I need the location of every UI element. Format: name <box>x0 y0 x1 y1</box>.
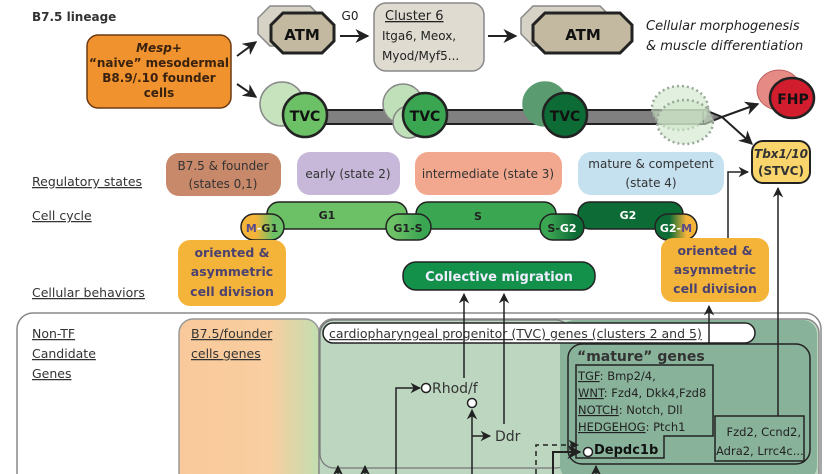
tvc-cell-3: TVC <box>522 81 589 139</box>
row-label-nontf-1: Non-TF <box>32 326 75 341</box>
cluster6-box: Cluster 6 Itga6, Meox, Myod/Myf5... <box>373 2 485 72</box>
regulatory-state-mature: mature & competent (state 4) <box>578 152 724 195</box>
founder-genes-title-2: cells genes <box>191 346 261 361</box>
behavior-collective-migration: Collective migration <box>402 261 596 291</box>
founder-line4: cells <box>144 86 175 100</box>
reg-state-2-line1: intermediate (state 3) <box>422 167 554 181</box>
cluster6-title: Cluster 6 <box>385 9 444 24</box>
div-right-line3: cell division <box>673 281 757 296</box>
div-left-line1: oriented & <box>194 245 269 260</box>
tvc-cell-2: TVC <box>382 83 449 139</box>
div-right-line2: asymmetric <box>674 262 756 277</box>
atm-right-label: ATM <box>565 26 601 44</box>
atm-cell-left: ATM <box>257 5 336 55</box>
arrow-to-rhod <box>395 382 422 474</box>
div-left-line2: asymmetric <box>191 264 273 279</box>
founder-genes-panel <box>178 318 320 474</box>
transition-m-g1-label: M-G1 <box>246 222 278 235</box>
div-left-line3: cell division <box>190 284 274 299</box>
founder-line2: “naive” mesodermal <box>89 56 229 70</box>
row-label-regulatory: Regulatory states <box>32 174 142 189</box>
rhod-node <box>420 382 432 394</box>
rhod-node-2 <box>466 397 478 409</box>
row-label-nontf-2: Candidate <box>32 346 96 361</box>
tvc-genes-title: cardiopharyngeal progenitor (TVC) genes … <box>329 326 702 341</box>
stvc-cell: Tbx1/10 (STVC) <box>751 140 811 184</box>
phase-g2-label: G2 <box>620 209 637 222</box>
reg-state-0-line1: B7.5 & founder <box>177 159 268 173</box>
depdc1b-node <box>582 446 594 458</box>
transition-g1-s-label: G1-S <box>393 222 422 235</box>
arrow-to-stvc <box>721 116 754 145</box>
arrow-to-depdc1b <box>552 445 582 474</box>
transition-g2-m-label: G2-M <box>660 222 692 235</box>
arrow-mature-to-stvc <box>727 166 750 252</box>
cluster6-line1: Itga6, Meox, <box>382 29 456 43</box>
tvc-cell-1: TVC <box>259 81 329 139</box>
pathway-notch: NOTCH: Notch, Dll <box>578 403 683 417</box>
row-label-behaviors: Cellular behaviors <box>32 285 145 300</box>
transition-s-g2-label: S-G2 <box>547 222 576 235</box>
reg-state-3-line2: (state 4) <box>625 176 676 190</box>
pathway-list: TGF: Bmp2/4, WNT: Fzd4, Dkk4,Fzd8 NOTCH:… <box>577 369 706 434</box>
g0-label: G0 <box>342 9 359 23</box>
phase-s-label: S <box>474 210 482 223</box>
reg-state-0-line2: (states 0,1) <box>189 177 258 191</box>
arrow-founder-to-atm <box>236 41 258 57</box>
tvc-label-2: TVC <box>410 109 441 125</box>
phase-s <box>415 201 557 230</box>
atm-cell-right: ATM <box>520 5 634 55</box>
stvc-line1: Tbx1/10 <box>754 147 808 161</box>
depdc1b-label: Depdc1b <box>594 443 658 458</box>
stvc-genes-line2: Adra2, Lrrc4c... <box>716 444 804 458</box>
regulatory-state-early: early (state 2) <box>297 152 400 195</box>
regulatory-state-founder: B7.5 & founder (states 0,1) <box>166 153 281 196</box>
mature-genes-title: “mature” genes <box>577 349 705 365</box>
cell-cycle-track: G1 S G2 M-G1 G1-S S-G2 G2-M <box>240 201 698 241</box>
phase-g1-label: G1 <box>319 209 336 222</box>
tvc-label-1: TVC <box>290 109 321 125</box>
stvc-line2: (STVC) <box>758 164 804 178</box>
reg-state-1-line1: early (state 2) <box>305 167 390 181</box>
pathway-hedgehog: HEDGEHOG: Ptch1 <box>578 420 685 434</box>
behavior-division-right: oriented & asymmetric cell division <box>661 238 769 302</box>
fhp-label: FHP <box>777 92 809 108</box>
behavior-division-left: oriented & asymmetric cell division <box>178 240 286 306</box>
founder-line3: B8.9/.10 founder <box>102 71 216 85</box>
fhp-cell: FHP <box>756 69 816 120</box>
arrow-founder-to-tvc <box>236 83 258 98</box>
tvc-genes-title-pill <box>322 322 756 344</box>
founder-line1: Mesp+ <box>136 41 182 55</box>
arrow-to-fhp <box>721 101 760 118</box>
atm-outcome-line1: Cellular morphogenesis <box>646 19 800 34</box>
founder-cells-box: Mesp+ “naive” mesodermal B8.9/.10 founde… <box>86 34 232 109</box>
dividing-cell-ghost <box>650 84 715 146</box>
tvc-label-3: TVC <box>550 109 581 125</box>
row-label-nontf-3: Genes <box>32 366 72 381</box>
stvc-genes-line1: Fzd2, Ccnd2, <box>727 425 802 439</box>
stvc-genes-box <box>714 415 805 462</box>
atm-outcome-line2: & muscle differentiation <box>646 39 803 54</box>
transition-s-g2 <box>539 213 585 241</box>
atm-left-label: ATM <box>284 26 320 44</box>
transition-g1-s <box>385 213 432 241</box>
lineage-title: B7.5 lineage <box>32 10 116 24</box>
reg-state-3-line1: mature & competent <box>588 157 714 171</box>
regulatory-state-intermediate: intermediate (state 3) <box>415 152 562 195</box>
pathway-tgf: TGF: Bmp2/4, <box>577 369 656 383</box>
founder-genes-title-1: B7.5/founder <box>191 326 273 341</box>
rhod-label: Rhod/f <box>432 381 479 397</box>
div-right-line1: oriented & <box>677 243 752 258</box>
row-label-cell-cycle: Cell cycle <box>32 208 92 223</box>
ddr-label: Ddr <box>495 429 521 445</box>
cluster6-line2: Myod/Myf5... <box>382 49 459 63</box>
migration-label: Collective migration <box>425 270 573 285</box>
pathway-wnt: WNT: Fzd4, Dkk4,Fzd8 <box>578 386 706 400</box>
dashed-arrow-to-depdc1b <box>535 439 580 474</box>
